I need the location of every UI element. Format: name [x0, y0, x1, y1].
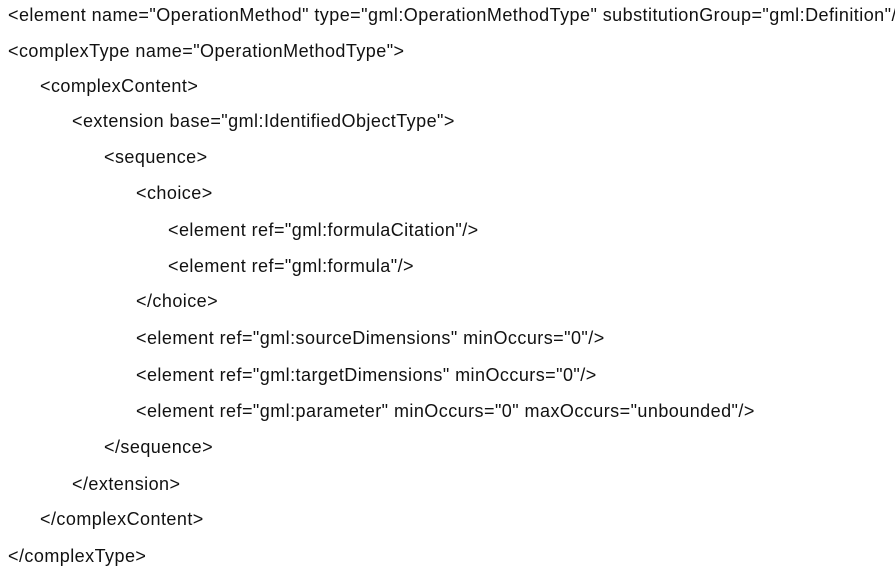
code-line: <choice> — [136, 183, 213, 203]
code-line: </extension> — [72, 474, 181, 494]
code-line: <sequence> — [104, 147, 208, 167]
code-line: </complexContent> — [40, 509, 204, 529]
code-line: <complexType name="OperationMethodType"> — [8, 41, 405, 61]
code-line: <element ref="gml:targetDimensions" minO… — [136, 365, 597, 385]
code-line: <element name="OperationMethod" type="gm… — [8, 5, 895, 25]
code-line: <element ref="gml:sourceDimensions" minO… — [136, 328, 605, 348]
code-line: </choice> — [136, 291, 219, 311]
code-line: <complexContent> — [40, 76, 199, 96]
code-line: <extension base="gml:IdentifiedObjectTyp… — [72, 111, 455, 131]
code-line: </complexType> — [8, 546, 147, 566]
code-line: </sequence> — [104, 437, 214, 457]
code-line: <element ref="gml:formula"/> — [168, 256, 414, 276]
code-line: <element ref="gml:parameter" minOccurs="… — [136, 401, 755, 421]
code-line: <element ref="gml:formulaCitation"/> — [168, 220, 479, 240]
